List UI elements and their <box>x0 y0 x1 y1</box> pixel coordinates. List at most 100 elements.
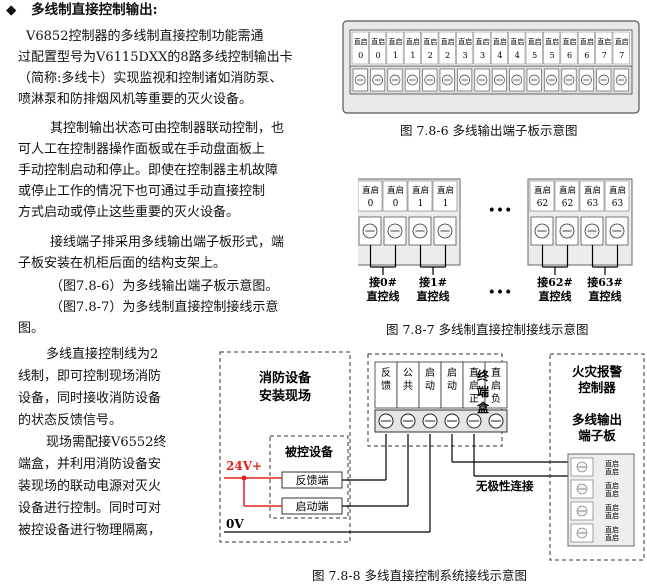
paragraph-4: （图7.8-6）为多线输出端子板示意图。 （图7.8-7）为多线制直接控制接线示… <box>18 276 278 339</box>
cell-number-label: 7 <box>602 51 607 60</box>
cell-top-label: 直启 <box>493 37 507 46</box>
cell-top-label: 直启 <box>458 37 472 46</box>
mini-terminal-label: 直启 <box>605 525 619 534</box>
mini-terminal-label: 直启 <box>605 481 619 490</box>
text-line: （简称:多线卡）实现监视和控制诸如消防泵、 <box>18 71 283 86</box>
nonpolar-connection-label: 无极性连接 <box>475 479 534 493</box>
terminal-top-label: 直启 <box>437 185 454 196</box>
text-line: 子板安装在机柜后面的结构支架上。 <box>18 256 227 271</box>
terminal-top-label: 直启 <box>387 185 404 196</box>
terminal-box-label-2: 端 <box>477 384 489 399</box>
terminal-top-label: 直启 <box>362 185 379 196</box>
text-line: 设备，同时接收消防设备 <box>18 391 162 406</box>
cell-number-label: 2 <box>428 51 433 60</box>
cell-top-label: 直启 <box>545 37 559 46</box>
terminal-top-label: 直启 <box>609 185 626 196</box>
cell-number-label: 4 <box>497 51 502 60</box>
0v-label: 0V <box>226 517 244 531</box>
connection-sub-label: 直控线 <box>367 289 400 303</box>
site-title-line1: 消防设备 <box>259 370 312 386</box>
text-line: 设备进行控制。同时可对 <box>18 501 162 516</box>
cell-number-label: 0 <box>376 51 381 60</box>
text-line: 其控制输出状态可由控制器联动控制，也 <box>50 121 285 136</box>
cell-number-label: 4 <box>515 51 520 60</box>
terminal-number-label: 1 <box>443 199 449 209</box>
terminal-column-label: 启 <box>425 366 435 379</box>
start-terminal-label: 启动端 <box>296 500 329 513</box>
connection-sub-label: 直控线 <box>589 289 622 303</box>
text-line: 线制，即可控制现场消防 <box>18 369 162 384</box>
connection-label: 接1# <box>419 275 447 289</box>
cell-number-label: 0 <box>358 51 363 60</box>
cell-top-label: 直启 <box>528 37 542 46</box>
terminal-column-label: 馈 <box>381 379 391 392</box>
panel-sub-2: 端子板 <box>578 428 616 443</box>
terminal-top-label: 直启 <box>534 185 551 196</box>
terminal-number-label: 0 <box>393 199 399 209</box>
paragraph-6: 现场需配接V6552终 端盒，并利用消防设备安 装现场的联动电源对灭火 设备进行… <box>18 432 166 542</box>
terminal-column-label: 启 <box>447 366 457 379</box>
device-title: 被控设备 <box>285 444 334 459</box>
terminal-number-label: 1 <box>418 199 424 209</box>
text-line: 方式启动或停止这些重要的灭火设备。 <box>18 205 240 220</box>
cell-number-label: 3 <box>480 51 485 60</box>
terminal-number-label: 0 <box>368 199 374 209</box>
cell-top-label: 直启 <box>563 37 577 46</box>
cell-top-label: 直启 <box>597 37 611 46</box>
cell-number-label: 2 <box>445 51 450 60</box>
cell-top-label: 直启 <box>389 37 403 46</box>
cell-number-label: 7 <box>619 51 624 60</box>
terminal-column-label: 直 <box>491 366 501 379</box>
text-line: 过配置型号为V6115DXX的8路多线控制输出卡 <box>18 50 293 65</box>
cell-number-label: 6 <box>567 51 572 60</box>
figure-7-8-8-caption: 图 7.8-8 多线直接控制系统接线示意图 <box>312 568 528 583</box>
system-wiring-figure: 消防设备 安装现场 被控设备 反馈端 启动端 24V+ 0V 反馈公共启动启动直… <box>219 351 645 561</box>
terminal-column-label: 公 <box>403 368 413 379</box>
terminal-column-label: 启 <box>491 379 501 392</box>
mini-terminal-label: 直启 <box>605 459 619 468</box>
terminal-column-label: 负 <box>491 392 501 405</box>
paragraph-3: 接线端子排采用多线输出端子板形式，端 子板安装在机柜后面的结构支架上。 <box>18 232 284 274</box>
text-line: 或停止工作的情况下也可通过手动直接控制 <box>18 184 266 199</box>
mini-terminal-label: 直启 <box>605 503 619 512</box>
mini-terminal-label: 直启 <box>605 533 619 542</box>
mini-terminal-label: 直启 <box>605 467 619 476</box>
section-heading: ◆ 多线制直接控制输出: <box>6 0 158 21</box>
mini-terminal-label: 直启 <box>605 489 619 498</box>
cell-number-label: 6 <box>584 51 589 60</box>
cell-number-label: 1 <box>410 51 415 60</box>
paragraph-5: 多线直接控制线为2 线制，即可控制现场消防 设备，同时接收消防设备 的状态反馈信… <box>18 344 161 432</box>
text-line: 被控设备进行物理隔离， <box>18 523 162 538</box>
terminal-number-label: 63 <box>612 199 624 209</box>
cell-top-label: 直启 <box>371 37 385 46</box>
text-line: 端盒，并利用消防设备安 <box>18 457 162 472</box>
terminal-column-label: 动 <box>447 380 457 392</box>
section-title: 多线制直接控制输出: <box>31 2 158 18</box>
text-line: 喷淋泵和防排烟风机等重要的灭火设备。 <box>18 92 253 107</box>
cell-top-label: 直启 <box>580 37 594 46</box>
cell-number-label: 5 <box>550 51 555 60</box>
text-line: 现场需配接V6552终 <box>46 435 167 450</box>
terminal-box-label-3: 盒 <box>476 400 490 415</box>
terminal-top-label: 直启 <box>559 185 576 196</box>
paragraph-1: V6852控制器的多线制直接控制功能需通 过配置型号为V6115DXX的8路多线… <box>18 26 293 110</box>
figure-7-8-6-caption: 图 7.8-6 多线输出端子板示意图 <box>400 123 578 138</box>
terminal-top-label: 直启 <box>584 185 601 196</box>
cell-top-label: 直启 <box>354 37 368 46</box>
figure-7-8-7-caption: 图 7.8-7 多线制直接控制接线示意图 <box>386 322 589 337</box>
cell-top-label: 直启 <box>423 37 437 46</box>
terminal-column-label: 共 <box>403 380 413 392</box>
connection-sub-label: 直控线 <box>417 289 450 303</box>
ellipsis-top: ••• <box>488 203 513 219</box>
connection-label: 接62# <box>537 275 573 289</box>
cell-top-label: 直启 <box>476 37 490 46</box>
text-line: （图7.8-6）为多线输出端子板示意图。 <box>50 279 279 294</box>
site-title-line2: 安装现场 <box>259 388 311 404</box>
panel-title-1: 火灾报警 <box>572 364 623 379</box>
cell-number-label: 1 <box>393 51 398 60</box>
diamond-bullet-icon: ◆ <box>6 2 17 18</box>
panel-title-2: 控制器 <box>578 380 616 395</box>
terminal-column-label: 正 <box>469 394 479 405</box>
text-line: 多线直接控制线为2 <box>46 347 159 362</box>
terminal-number-label: 62 <box>562 199 573 209</box>
